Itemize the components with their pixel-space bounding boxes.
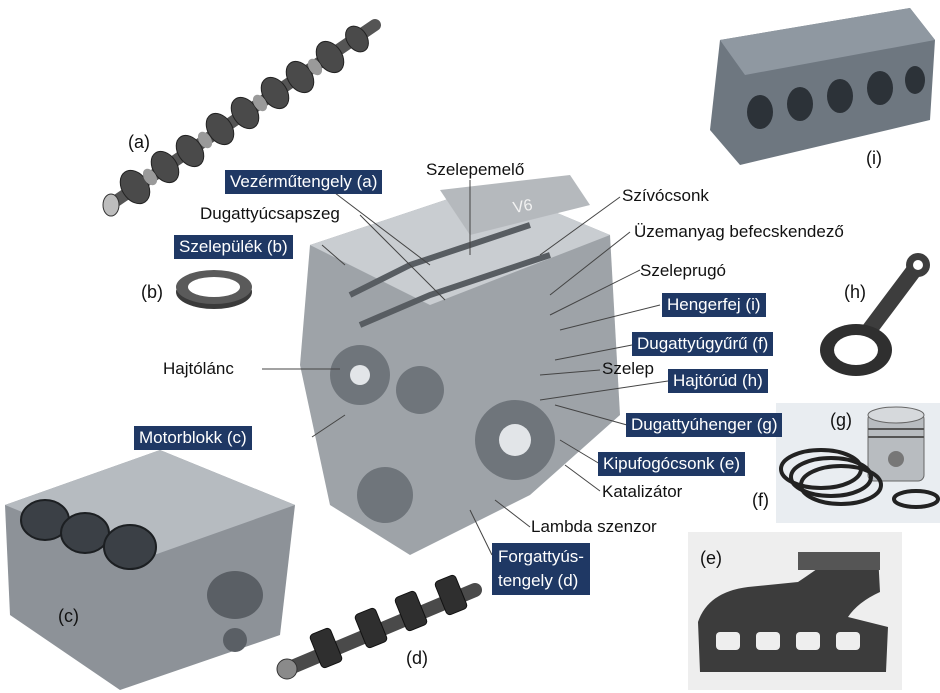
label-vezermutengely: Vezérműtengely (a) bbox=[225, 170, 383, 194]
label-motorblokk: Motorblokk (c) bbox=[134, 426, 252, 450]
letter-g: (g) bbox=[830, 410, 852, 430]
connecting-rod-image bbox=[820, 253, 930, 376]
label-lambda: Lambda szenzor bbox=[531, 517, 657, 536]
letter-h: (h) bbox=[844, 282, 866, 302]
engine-block-image bbox=[5, 450, 295, 690]
camshaft-image bbox=[102, 19, 381, 217]
label-forgattyus-line1: Forgattyús- bbox=[498, 547, 584, 566]
label-hengerfej: Hengerfej (i) bbox=[662, 293, 766, 317]
label-szelepulek: Szelepülék (b) bbox=[174, 235, 293, 259]
letter-i: (i) bbox=[866, 148, 882, 168]
cylinder-head-image bbox=[710, 8, 935, 165]
label-forgattyustengely: Forgattyús- tengely (d) bbox=[492, 543, 590, 595]
letter-d: (d) bbox=[406, 648, 428, 668]
label-dugattyugyuru: Dugattyúgyűrű (f) bbox=[632, 332, 774, 356]
label-szeleprugo: Szeleprugó bbox=[640, 261, 727, 280]
letter-e: (e) bbox=[700, 548, 722, 568]
label-hajtorud: Hajtórúd (h) bbox=[668, 369, 768, 393]
label-szelep: Szelep bbox=[602, 359, 654, 378]
label-kipufogocsonk: Kipufogócsonk (e) bbox=[598, 452, 746, 476]
engine-badge: V6 bbox=[512, 197, 534, 217]
label-dugattyucsapszeg: Dugattyúcsapszeg bbox=[200, 204, 340, 223]
letter-f: (f) bbox=[752, 490, 769, 510]
exhaust-manifold-image bbox=[688, 532, 902, 690]
label-uzemanyag: Üzemanyag befecskendező bbox=[634, 222, 844, 241]
label-szelepemelo: Szelepemelő bbox=[426, 160, 525, 179]
engine-cutaway-image: V6 bbox=[300, 175, 620, 555]
letter-a: (a) bbox=[128, 132, 150, 152]
piston-rings-image bbox=[776, 403, 940, 523]
label-forgattyus-line2: tengely (d) bbox=[498, 571, 579, 590]
letter-b: (b) bbox=[141, 282, 163, 302]
label-katalizator: Katalizátor bbox=[602, 482, 683, 501]
letter-c: (c) bbox=[58, 606, 79, 626]
valve-seat-image bbox=[176, 270, 252, 309]
crankshaft-image bbox=[276, 574, 482, 680]
label-szivocsonk: Szívócsonk bbox=[622, 186, 709, 205]
label-dugattyuhenger: Dugattyúhenger (g) bbox=[626, 413, 783, 437]
label-hajtolanc: Hajtólánc bbox=[163, 359, 234, 378]
